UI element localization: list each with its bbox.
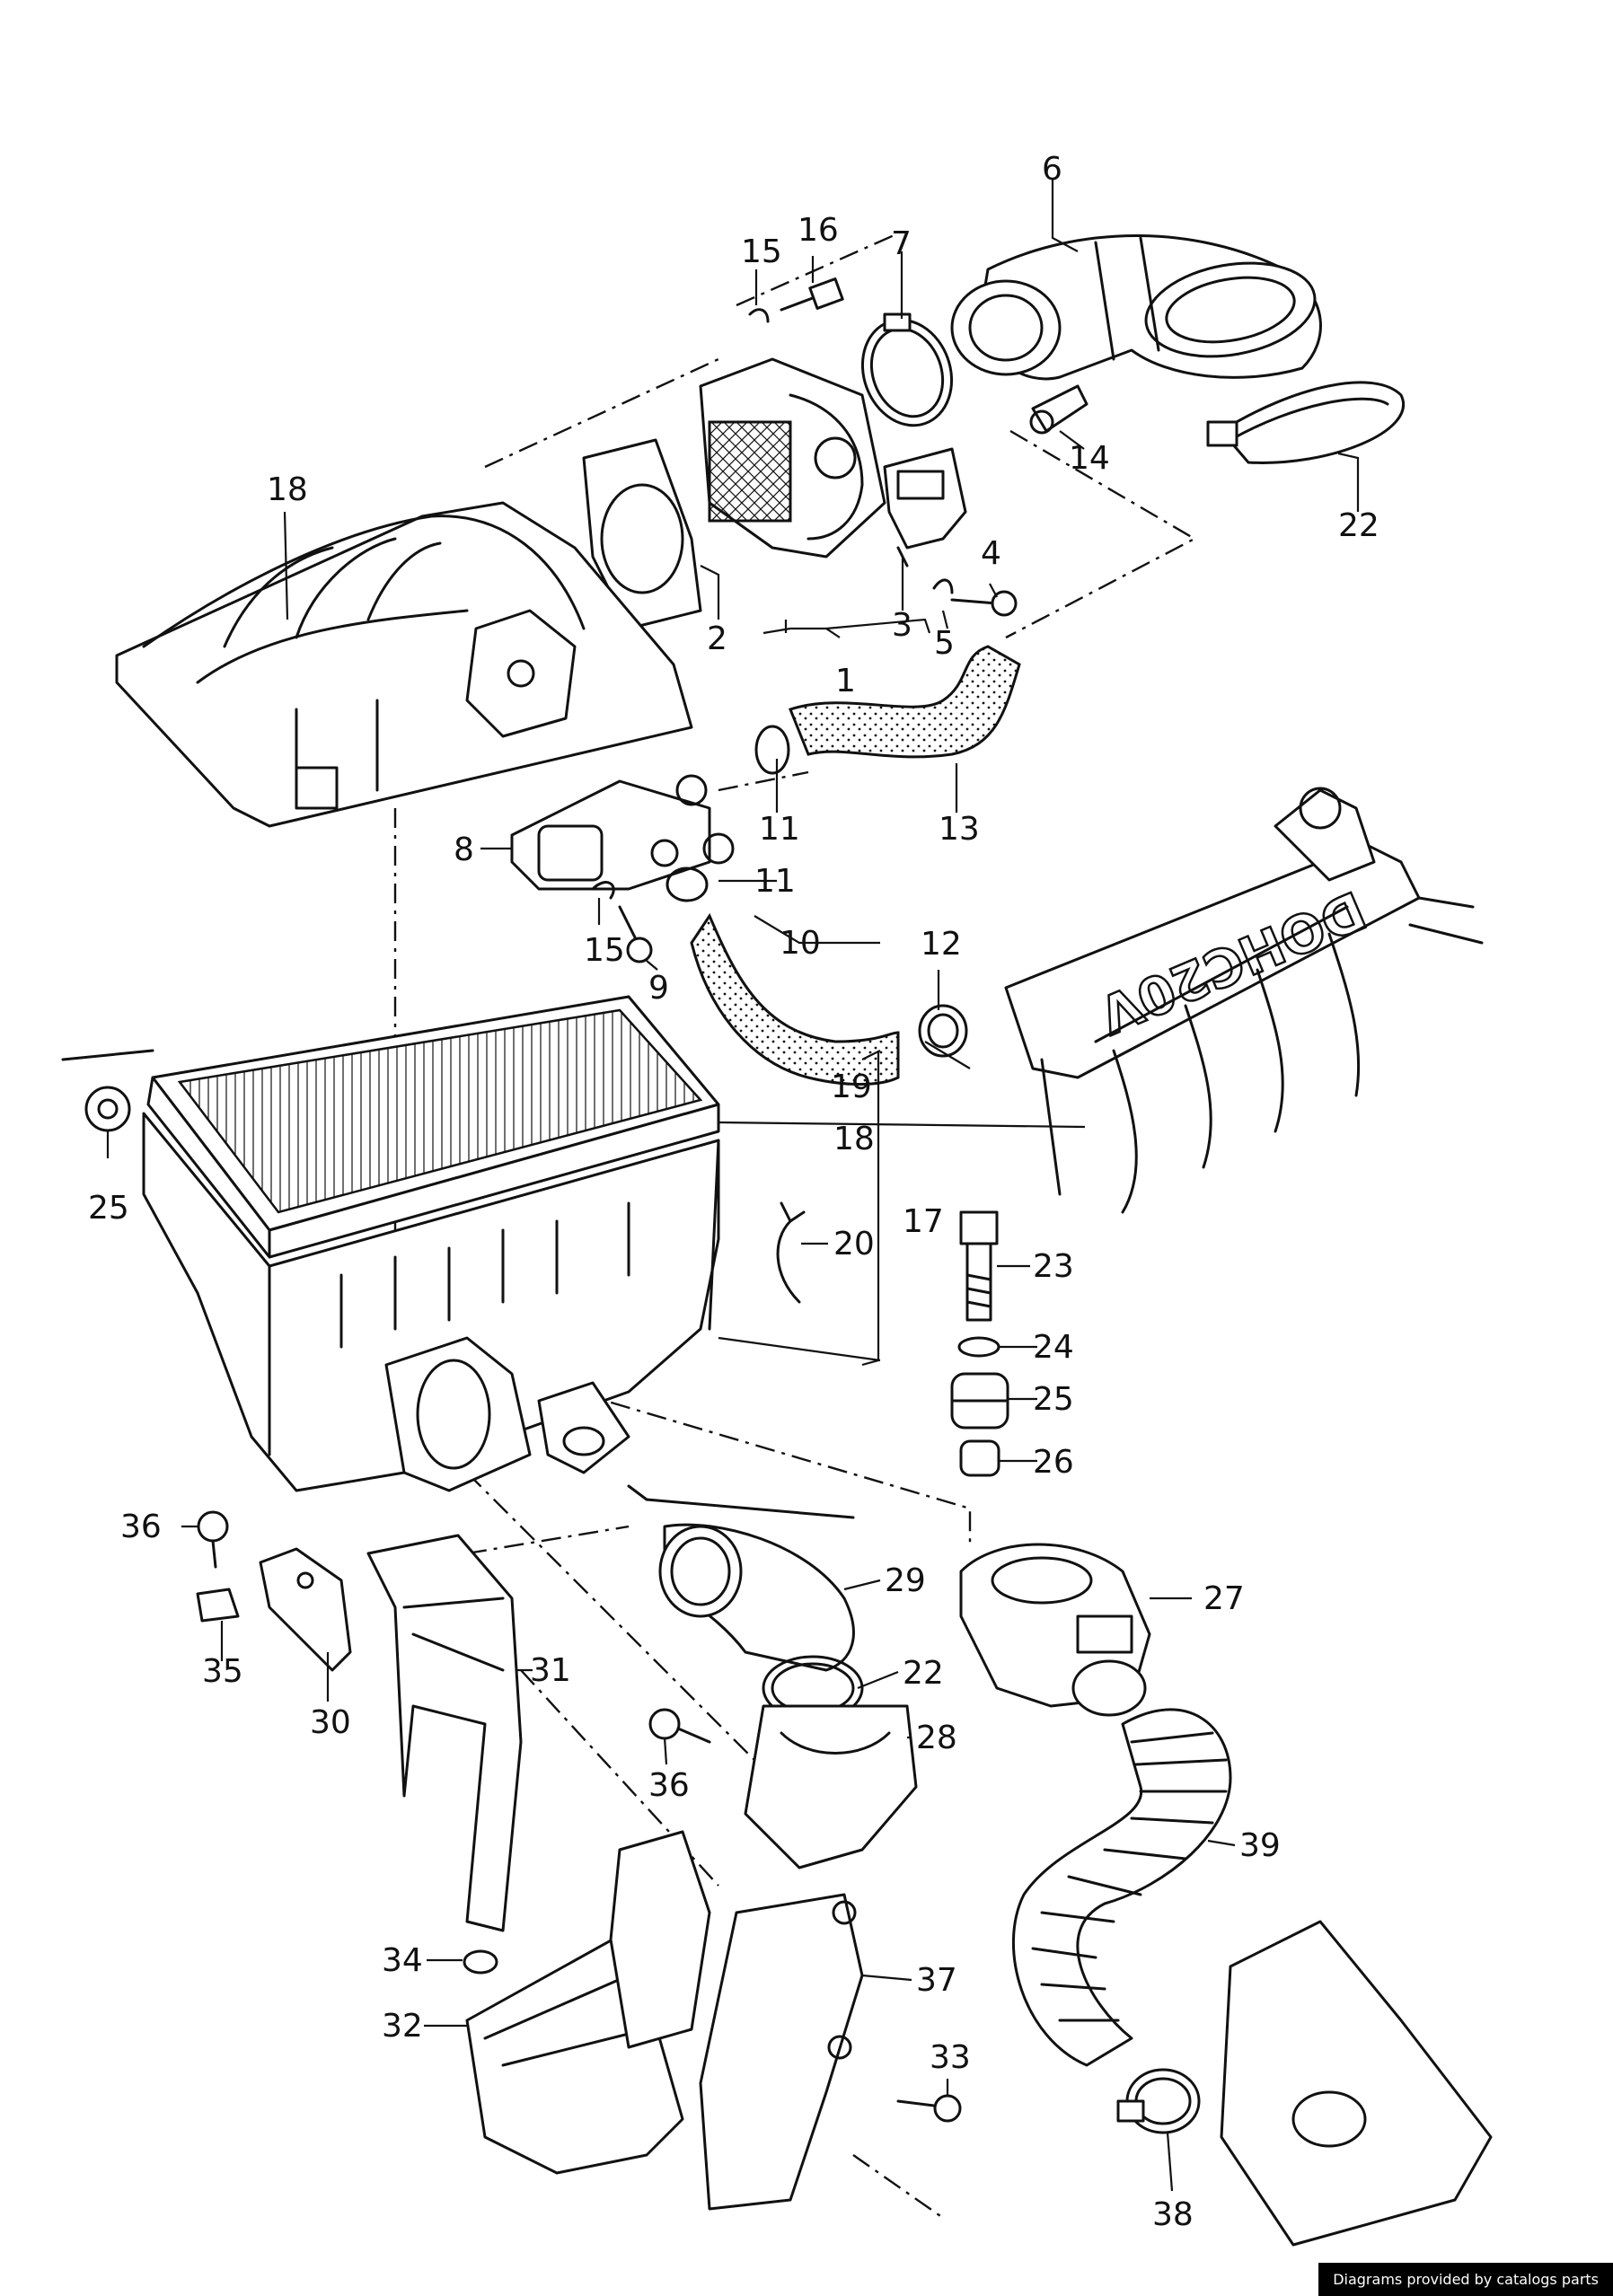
- hose-10: [690, 912, 900, 1086]
- clamp-38: [1116, 2068, 1201, 2134]
- washer-15-lower: [591, 881, 615, 900]
- label-3: 3: [892, 607, 912, 644]
- screw-16: [748, 277, 844, 323]
- label-17: 17: [903, 1203, 944, 1240]
- label-25a: 25: [88, 1190, 129, 1227]
- label-36b: 36: [648, 1767, 690, 1804]
- label-11a: 11: [759, 811, 800, 848]
- label-23: 23: [1033, 1248, 1074, 1285]
- label-6: 6: [1042, 151, 1062, 188]
- nut-34: [463, 1949, 498, 1975]
- part-number-labels: 6 7 16 15 18 2 1 3 5 4 14 22 11 13 11 8 …: [88, 151, 1379, 2233]
- label-39: 39: [1239, 1827, 1281, 1864]
- valve-14: [1029, 384, 1089, 435]
- shield-31: [366, 1534, 523, 1932]
- duct-29: [627, 1484, 855, 1672]
- clamp-12: [918, 1004, 968, 1058]
- washer-24: [957, 1336, 1000, 1358]
- bushing-26: [959, 1439, 1000, 1477]
- sensor-3: [883, 447, 967, 567]
- credit-banner: Diagrams provided by catalogs parts: [1318, 2263, 1613, 2296]
- panel-upper-center: [609, 1830, 711, 2049]
- label-11b: 11: [754, 863, 796, 900]
- screw-4: [932, 578, 1018, 617]
- leader-lines: [106, 180, 1360, 2192]
- label-12: 12: [921, 926, 962, 963]
- label-28: 28: [916, 1720, 957, 1756]
- clip-20: [776, 1201, 806, 1304]
- label-18b: 18: [833, 1121, 875, 1157]
- adapter-28: [744, 1704, 918, 1869]
- label-29: 29: [885, 1562, 926, 1599]
- label-20: 20: [833, 1226, 875, 1262]
- grommet-25-right: [950, 1372, 1009, 1430]
- label-31: 31: [530, 1652, 571, 1689]
- bellows-hose-39: [1011, 1708, 1232, 2067]
- label-7: 7: [891, 225, 912, 262]
- label-15b: 15: [584, 932, 625, 969]
- label-22b: 22: [903, 1655, 944, 1692]
- label-5: 5: [934, 625, 955, 662]
- gasket-2: [582, 438, 702, 630]
- hose-clamp-7: [860, 312, 954, 427]
- label-37: 37: [916, 1962, 957, 1999]
- label-8: 8: [454, 831, 474, 868]
- label-13: 13: [939, 811, 980, 848]
- bolt-23: [959, 1210, 999, 1322]
- bracket-37: [699, 1893, 864, 2211]
- label-24: 24: [1033, 1329, 1074, 1366]
- label-26: 26: [1033, 1444, 1074, 1481]
- intake-boot-6: [950, 234, 1322, 381]
- label-4: 4: [981, 535, 1001, 572]
- label-32: 32: [382, 2008, 423, 2045]
- label-16: 16: [798, 212, 839, 249]
- label-38: 38: [1152, 2196, 1194, 2233]
- label-34: 34: [382, 1942, 423, 1979]
- grommet-25-left: [61, 1049, 154, 1132]
- screw-33: [896, 2094, 962, 2123]
- clamps-11: [665, 725, 790, 902]
- bracket-screw-9: [618, 905, 653, 963]
- label-30: 30: [310, 1704, 351, 1741]
- label-25b: 25: [1033, 1381, 1074, 1418]
- label-18a: 18: [267, 471, 308, 508]
- air-mass-meter-27: [959, 1543, 1151, 1717]
- label-14: 14: [1069, 440, 1110, 477]
- shield-right: [1220, 1920, 1493, 2247]
- screw-36-lower: [648, 1708, 711, 1744]
- filter-housing-upper-18: [115, 501, 693, 828]
- label-33: 33: [930, 2039, 971, 2076]
- label-35: 35: [202, 1653, 243, 1690]
- clip-35: [196, 1588, 240, 1623]
- label-10: 10: [780, 925, 821, 962]
- label-15a: 15: [741, 233, 782, 270]
- hose-clamp-22-top: [1206, 381, 1405, 464]
- label-36a: 36: [120, 1509, 162, 1545]
- air-mass-meter-1: [699, 357, 886, 559]
- label-1: 1: [835, 663, 856, 699]
- screw-36-upper: [197, 1510, 229, 1569]
- intake-manifold: DOHC20V: [1004, 787, 1484, 1214]
- label-2: 2: [707, 620, 727, 657]
- hose-13: [789, 645, 1021, 759]
- bracket-30: [259, 1547, 352, 1672]
- label-19: 19: [831, 1069, 872, 1105]
- label-9: 9: [648, 970, 669, 1007]
- idle-valve-8: [510, 774, 735, 891]
- filter-element-19: [146, 995, 720, 1259]
- filter-housing-lower-17: [142, 1112, 720, 1492]
- label-27: 27: [1203, 1580, 1245, 1617]
- label-22a: 22: [1338, 507, 1379, 544]
